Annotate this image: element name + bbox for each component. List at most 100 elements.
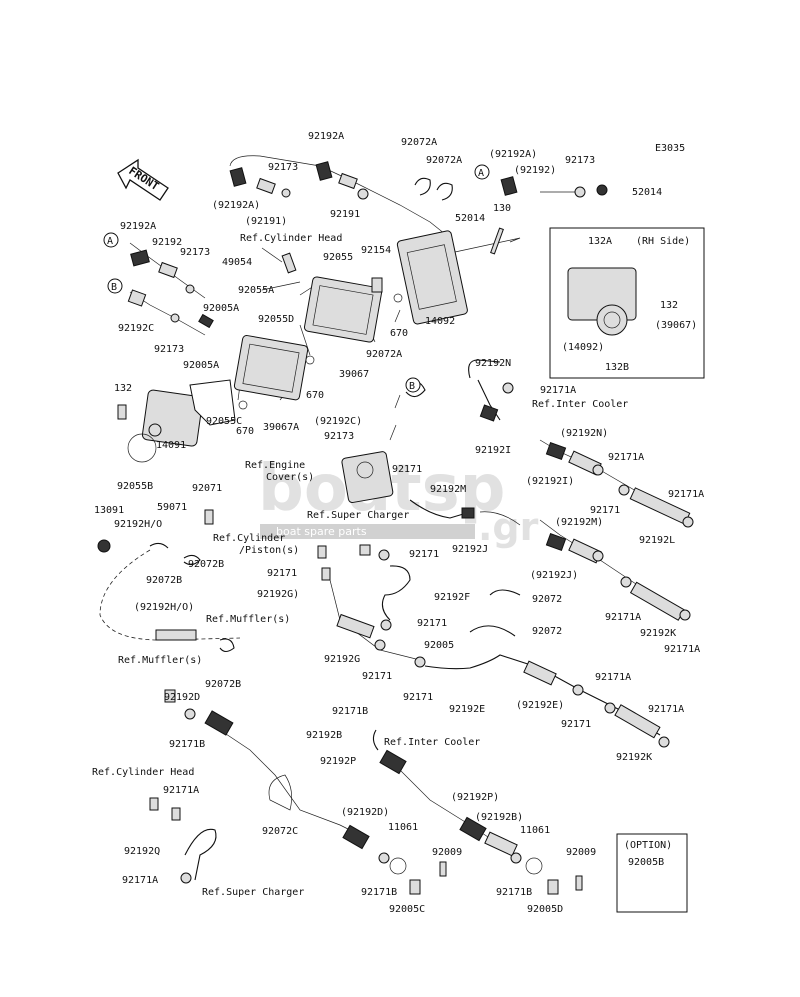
- part-label: (92191): [245, 216, 287, 227]
- part-label: 59071: [157, 502, 187, 513]
- part-label: 92072B: [188, 559, 224, 570]
- part-label: 92173: [324, 431, 354, 442]
- part-label: (92192P): [451, 792, 499, 803]
- part-label: 92173: [154, 344, 184, 355]
- part-label: Ref.Inter Cooler: [532, 399, 628, 410]
- part-label: 52014: [632, 187, 662, 198]
- part-label: /Piston(s): [239, 545, 299, 556]
- part-label: 92055D: [258, 314, 294, 325]
- part-label: 92072B: [146, 575, 182, 586]
- ref-circles: A A B B: [103, 164, 490, 393]
- part-label: 92005: [424, 640, 454, 651]
- part-label: Ref.Inter Cooler: [384, 737, 480, 748]
- part-label: 92171A: [595, 672, 631, 683]
- part-label: 92171: [417, 618, 447, 629]
- part-label: 92005A: [203, 303, 239, 314]
- part-label: Ref.Cylinder: [213, 533, 285, 544]
- cover-92055D: [233, 335, 309, 401]
- part-label: 92192P: [320, 756, 356, 767]
- part-label: 92192G): [257, 589, 299, 600]
- part-label: 92171A: [163, 785, 199, 796]
- part-label: 14091: [156, 440, 186, 451]
- part-label: 92072: [532, 626, 562, 637]
- part-label: 92072A: [366, 349, 402, 360]
- part-label: 92055A: [238, 285, 274, 296]
- svg-text:(14092): (14092): [562, 342, 604, 353]
- part-label: 92192B: [306, 730, 342, 741]
- part-label: (92192A): [489, 149, 537, 160]
- part-label: 92072A: [426, 155, 462, 166]
- part-label: 92192G: [324, 654, 360, 665]
- part-label: 11061: [388, 822, 418, 833]
- part-label: 92072C: [262, 826, 298, 837]
- part-label: 92055: [323, 252, 353, 263]
- part-label: (92192): [514, 165, 556, 176]
- part-label: (92192C): [314, 416, 362, 427]
- watermark-tld: .gr: [478, 505, 539, 549]
- part-label: 39067A: [263, 422, 299, 433]
- svg-text:(39067): (39067): [655, 320, 697, 331]
- part-label: 92192L: [639, 535, 675, 546]
- part-label: 92171A: [648, 704, 684, 715]
- part-label: Ref.Cylinder Head: [240, 233, 342, 244]
- part-label: (92192B): [475, 812, 523, 823]
- option-box: (OPTION) 92005B: [616, 833, 688, 913]
- part-label: 92171B: [496, 887, 532, 898]
- part-label: 39067: [339, 369, 369, 380]
- part-label: 14092: [425, 316, 455, 327]
- part-label: 92072: [532, 594, 562, 605]
- part-label: (92192E): [516, 700, 564, 711]
- part-label: 92072B: [205, 679, 241, 690]
- part-label: 92191: [330, 209, 360, 220]
- small-parts: [97, 161, 694, 901]
- watermark-tagline: boat spare parts: [276, 525, 367, 538]
- part-label: 92192D: [164, 692, 200, 703]
- part-label: 92192I: [475, 445, 511, 456]
- part-label: 670: [390, 328, 408, 339]
- engine-cover: [341, 451, 394, 504]
- part-label: 92171A: [668, 489, 704, 500]
- svg-text:(OPTION): (OPTION): [624, 840, 672, 851]
- part-label: 92171: [561, 719, 591, 730]
- svg-text:(RH Side): (RH Side): [636, 236, 690, 247]
- part-label: 92055C: [206, 416, 242, 427]
- part-label: 92192F: [434, 592, 470, 603]
- gasket-92055C: [189, 379, 236, 426]
- part-label: 92192N: [475, 358, 511, 369]
- svg-text:92005B: 92005B: [628, 857, 664, 868]
- part-label: 92171B: [169, 739, 205, 750]
- part-label: 92071: [192, 483, 222, 494]
- part-label: 92171A: [608, 452, 644, 463]
- front-arrow: FRONT: [117, 158, 169, 201]
- cover-92055: [303, 276, 383, 343]
- part-label: 92192A: [120, 221, 156, 232]
- part-label: 92072A: [401, 137, 437, 148]
- part-label: 92005D: [527, 904, 563, 915]
- part-label: 92171B: [332, 706, 368, 717]
- part-label: Ref.Cylinder Head: [92, 767, 194, 778]
- part-label: 92171A: [122, 875, 158, 886]
- part-label: 92171: [267, 568, 297, 579]
- part-label: (92192A): [212, 200, 260, 211]
- part-label: Ref.Super Charger: [202, 887, 304, 898]
- part-label: 11061: [520, 825, 550, 836]
- part-label: 92009: [566, 847, 596, 858]
- part-label: 92192J: [452, 544, 488, 555]
- part-label: 92171: [392, 464, 422, 475]
- part-label: (92192M): [555, 517, 603, 528]
- svg-text:A: A: [478, 168, 484, 179]
- part-label: 49054: [222, 257, 252, 268]
- inset-rh-side: 132A (RH Side) 132 (39067) (14092) 132B: [549, 227, 705, 379]
- part-label: 92192H/O: [114, 519, 162, 530]
- part-label: 92171: [409, 549, 439, 560]
- part-label: 92192Q: [124, 846, 160, 857]
- part-label: 132: [114, 383, 132, 394]
- part-label: (92192J): [530, 570, 578, 581]
- part-label: 92171A: [605, 612, 641, 623]
- part-label: 670: [236, 426, 254, 437]
- part-label: 92055B: [117, 481, 153, 492]
- svg-text:B: B: [409, 381, 415, 392]
- part-label: 92192A: [308, 131, 344, 142]
- part-label: 92171A: [540, 385, 576, 396]
